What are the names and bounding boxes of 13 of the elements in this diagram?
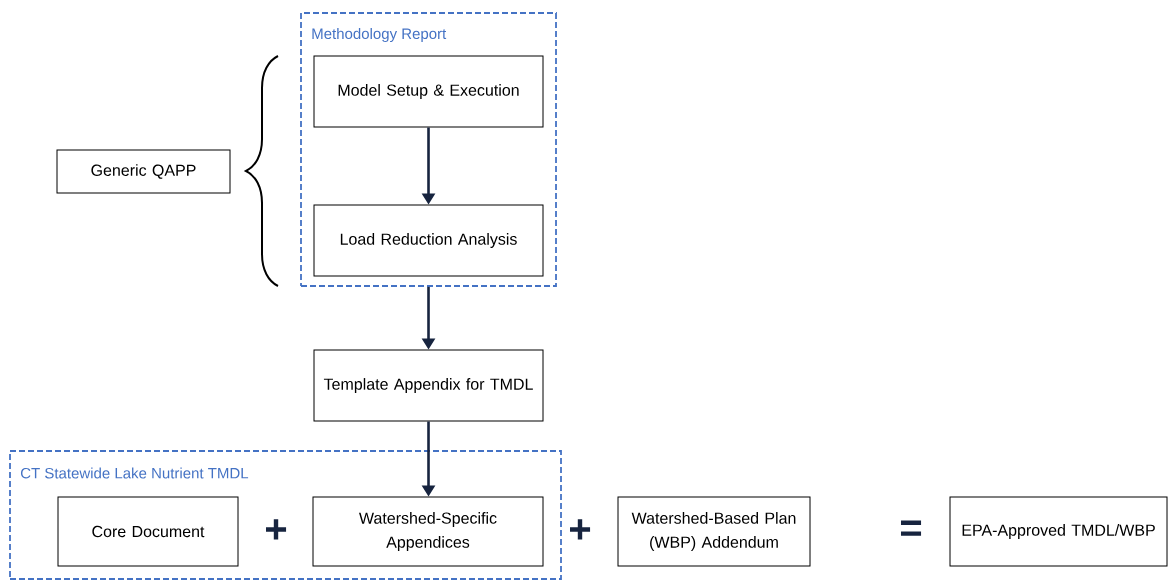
process-box: EPA-Approved TMDL/WBP: [949, 496, 1168, 567]
operator-sign: +: [570, 519, 591, 540]
process-box: Generic QAPP: [56, 149, 231, 194]
process-box: Watershed-Based Plan (WBP) Addendum: [617, 496, 811, 567]
process-box: Core Document: [57, 496, 239, 567]
process-box: Watershed-Specific Appendices: [312, 496, 544, 567]
process-box: Load Reduction Analysis: [313, 204, 544, 277]
operator-sign: =: [901, 520, 922, 536]
process-box: Model Setup & Execution: [313, 55, 544, 128]
operator-sign: +: [266, 519, 287, 540]
process-box: Template Appendix for TMDL: [313, 349, 544, 422]
frame-heading: CT Statewide Lake Nutrient TMDL: [20, 467, 249, 479]
frame-heading: Methodology Report: [312, 28, 447, 42]
